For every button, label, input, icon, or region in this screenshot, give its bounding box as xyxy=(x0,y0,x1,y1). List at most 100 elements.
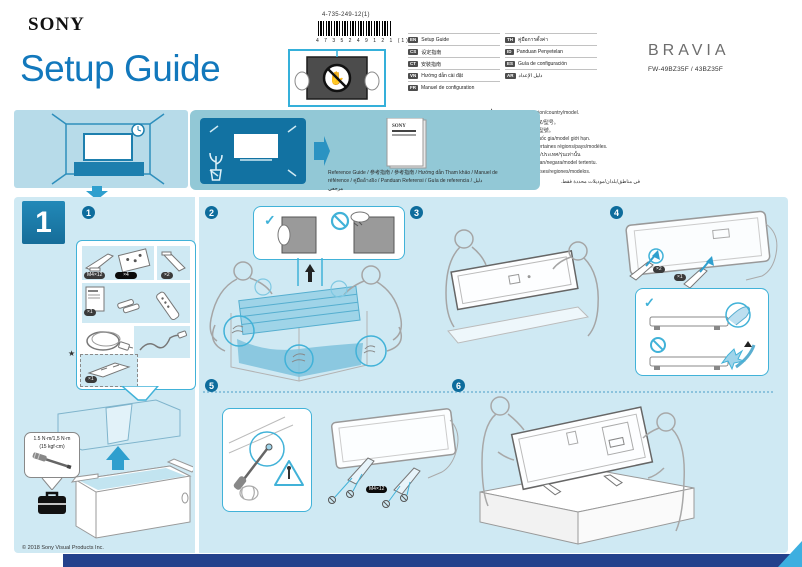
stand-leg xyxy=(683,267,708,289)
screwdriver-icon xyxy=(233,443,273,490)
hand-grip-correct xyxy=(277,224,291,246)
carry-tv-illustration xyxy=(445,229,599,344)
reference-guide-caption: Reference Guide / 参考指南 / 參考指南 / Hướng dẫ… xyxy=(328,170,498,192)
up-arrow-icon xyxy=(106,446,130,470)
attach-stand-illustration xyxy=(625,210,778,289)
screw-bag-icon xyxy=(117,248,151,273)
reference-guide-booklet-icon: SONY xyxy=(386,118,427,169)
language-code: VN xyxy=(408,72,419,80)
hand-grip-wrong xyxy=(350,211,370,223)
wall-mount-illustration xyxy=(200,118,330,184)
page-title: Setup Guide xyxy=(20,48,221,89)
hand-icon xyxy=(239,485,259,501)
stand-leg xyxy=(347,457,375,485)
sony-logo: SONY xyxy=(28,14,85,35)
region-note-line: Chỉ có ở khu vực/quốc gia/model giới hạn… xyxy=(496,136,591,143)
barcode xyxy=(318,21,392,36)
language-code: CS xyxy=(408,48,419,56)
accessory-cell-cable xyxy=(134,326,190,358)
star-icon: ★ xyxy=(68,349,76,358)
region-note-line: Solo en algunos países/regiones/modelos. xyxy=(496,168,591,175)
barcode-digits: 4 7 3 5 2 4 9 1 2 1 (1) xyxy=(316,38,410,44)
unboxing-illustration xyxy=(57,399,193,539)
grip-detail-circle xyxy=(284,344,314,374)
prohibited-icon xyxy=(650,337,666,353)
cable-icon xyxy=(139,334,183,351)
quantity-badge: ×1 xyxy=(85,376,97,383)
row-divider xyxy=(203,391,773,393)
grip-detail-circle xyxy=(223,315,255,347)
check-icon: ✓ xyxy=(644,295,655,310)
screw-detail-circle xyxy=(249,431,285,467)
optional-part-box: ×1 xyxy=(80,354,138,387)
quantity-badge: ×1 xyxy=(674,274,686,281)
copyright-text: © 2018 Sony Visual Products Inc. xyxy=(22,545,104,551)
language-code: ES xyxy=(505,60,516,68)
plastic-wrap xyxy=(105,403,133,445)
insert-point-circle xyxy=(648,248,664,264)
person-left xyxy=(445,229,487,328)
section-number: 1 xyxy=(22,201,65,244)
language-label: 设定指南 xyxy=(421,49,442,56)
screw-stand-illustration xyxy=(328,408,459,508)
screw-size-badge: M4×12 xyxy=(84,272,106,279)
person-left xyxy=(481,396,525,507)
batteries-icon xyxy=(117,299,140,314)
up-arrow-icon xyxy=(305,264,315,282)
torque-line1: 1.5 N·m/1,5 N·m xyxy=(33,436,71,442)
lift-tv-from-box-illustration xyxy=(209,261,403,382)
bracket-icon xyxy=(87,362,131,378)
no-touch-screen-warning: ✋ xyxy=(288,49,386,107)
person-left xyxy=(209,261,273,352)
cloth-drape xyxy=(427,419,459,479)
place-tv-on-table-illustration xyxy=(479,396,695,545)
region-note-line: Uniquement pour certaines régions/pays/m… xyxy=(496,144,608,151)
caution-triangle-icon xyxy=(274,460,304,486)
callout-pointer-lines xyxy=(297,258,323,286)
toolbox-icon xyxy=(38,491,66,514)
quantity-badge: ×2 xyxy=(653,266,665,273)
no-touch-screen-illustration: ✋ xyxy=(294,51,380,100)
step-2-marker: 2 xyxy=(205,206,218,219)
accessories-box: ×1 M4×12 ×4 ×2 ×1 xyxy=(76,240,196,390)
step-1-marker: 1 xyxy=(82,206,95,219)
language-label: Setup Guide xyxy=(421,37,450,43)
language-label: Guía de configuración xyxy=(518,61,567,67)
footer-bar xyxy=(63,554,802,567)
down-arrow-icon xyxy=(86,186,108,200)
screws xyxy=(328,473,411,508)
callout-tail xyxy=(120,386,159,401)
ac-cord-icon xyxy=(86,331,133,351)
step-3-marker: 3 xyxy=(410,206,423,219)
language-label: Panduan Penyetelan xyxy=(516,49,563,55)
model-numbers: FW-49BZ35F / 43BZ35F xyxy=(648,66,724,73)
foam-base xyxy=(447,306,590,344)
language-code: FR xyxy=(408,84,418,92)
language-code: EN xyxy=(408,36,419,44)
bubble-pointer xyxy=(41,478,63,490)
torque-line2: (15 kgf·cm) xyxy=(39,443,65,450)
carton-box xyxy=(70,458,193,539)
plant-icon xyxy=(209,152,223,181)
room-placement-panel xyxy=(14,110,188,188)
column-divider xyxy=(195,197,199,553)
stand-leg-correct xyxy=(727,306,751,326)
prohibited-icon xyxy=(330,211,350,231)
bravia-logo: BRAVIA xyxy=(648,42,730,59)
language-code: AR xyxy=(505,72,516,80)
table-side xyxy=(577,487,695,545)
grip-callout-box: ✓ xyxy=(253,206,405,260)
person-right xyxy=(552,241,599,337)
stand-leg xyxy=(629,261,654,281)
language-code: TH xyxy=(505,36,515,44)
quantity-badge: ×4 xyxy=(115,272,137,279)
reference-guide-panel: SONY Reference Guide / 参考指南 / 參考指南 / Hướ… xyxy=(190,110,540,192)
